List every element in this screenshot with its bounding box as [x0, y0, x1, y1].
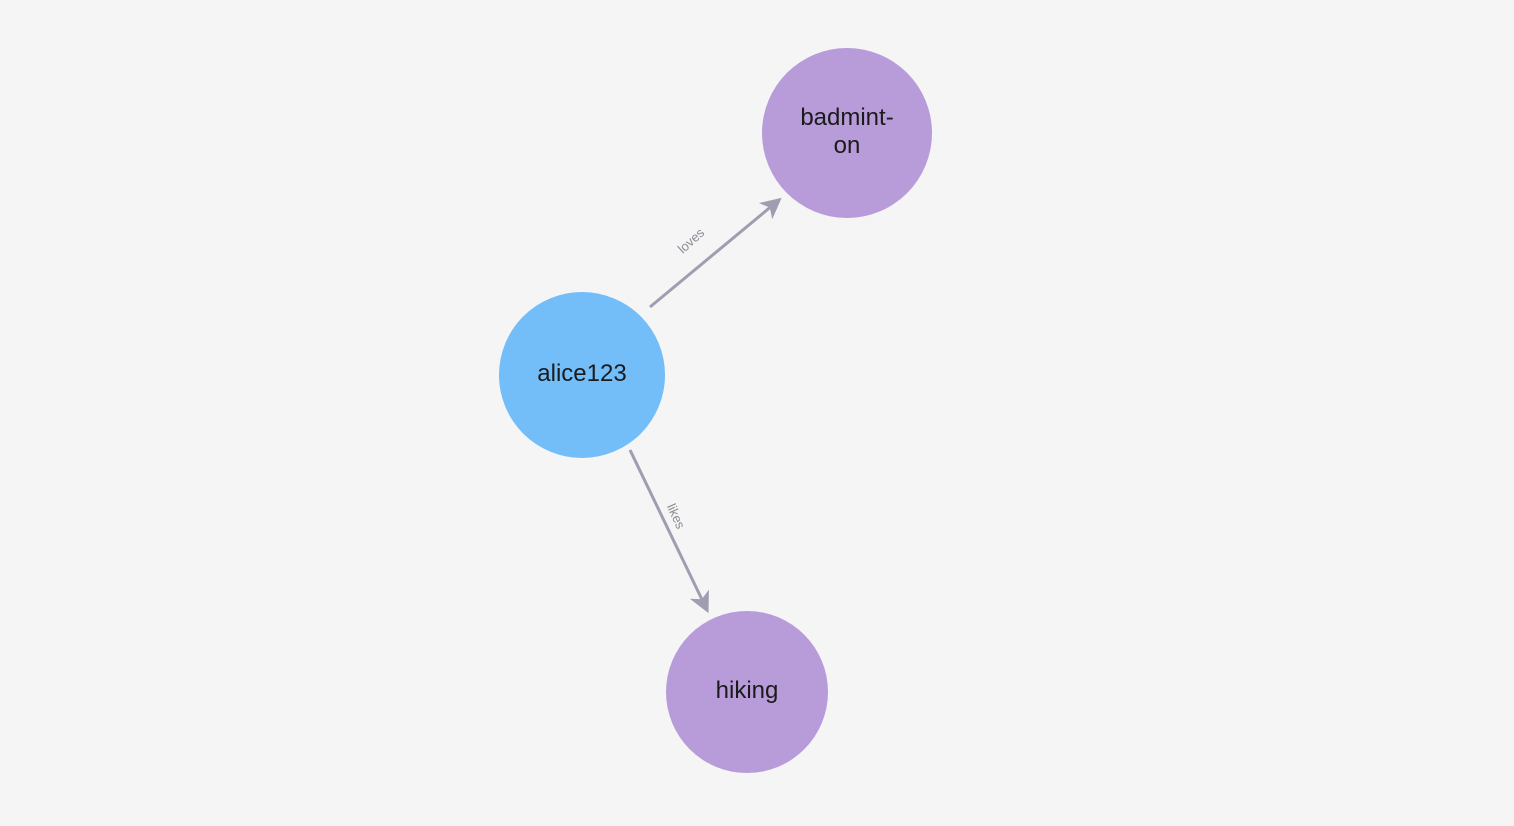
edge-line-likes[interactable] — [628, 449, 709, 614]
node-circle-alice123[interactable] — [499, 292, 665, 458]
node-alice123[interactable]: alice123 — [499, 292, 665, 458]
node-circle-hiking[interactable] — [666, 611, 828, 773]
node-layer: alice123 badmint-on hiking — [499, 48, 932, 773]
node-badminton[interactable]: badmint-on — [762, 48, 932, 218]
edge-label-loves: loves — [675, 225, 708, 257]
node-hiking[interactable]: hiking — [666, 611, 828, 773]
edge-alice123-loves-badminton[interactable]: loves — [649, 197, 782, 309]
node-circle-badminton[interactable] — [762, 48, 932, 218]
edge-line-loves[interactable] — [649, 197, 782, 309]
edge-alice123-likes-hiking[interactable]: likes — [628, 449, 709, 614]
